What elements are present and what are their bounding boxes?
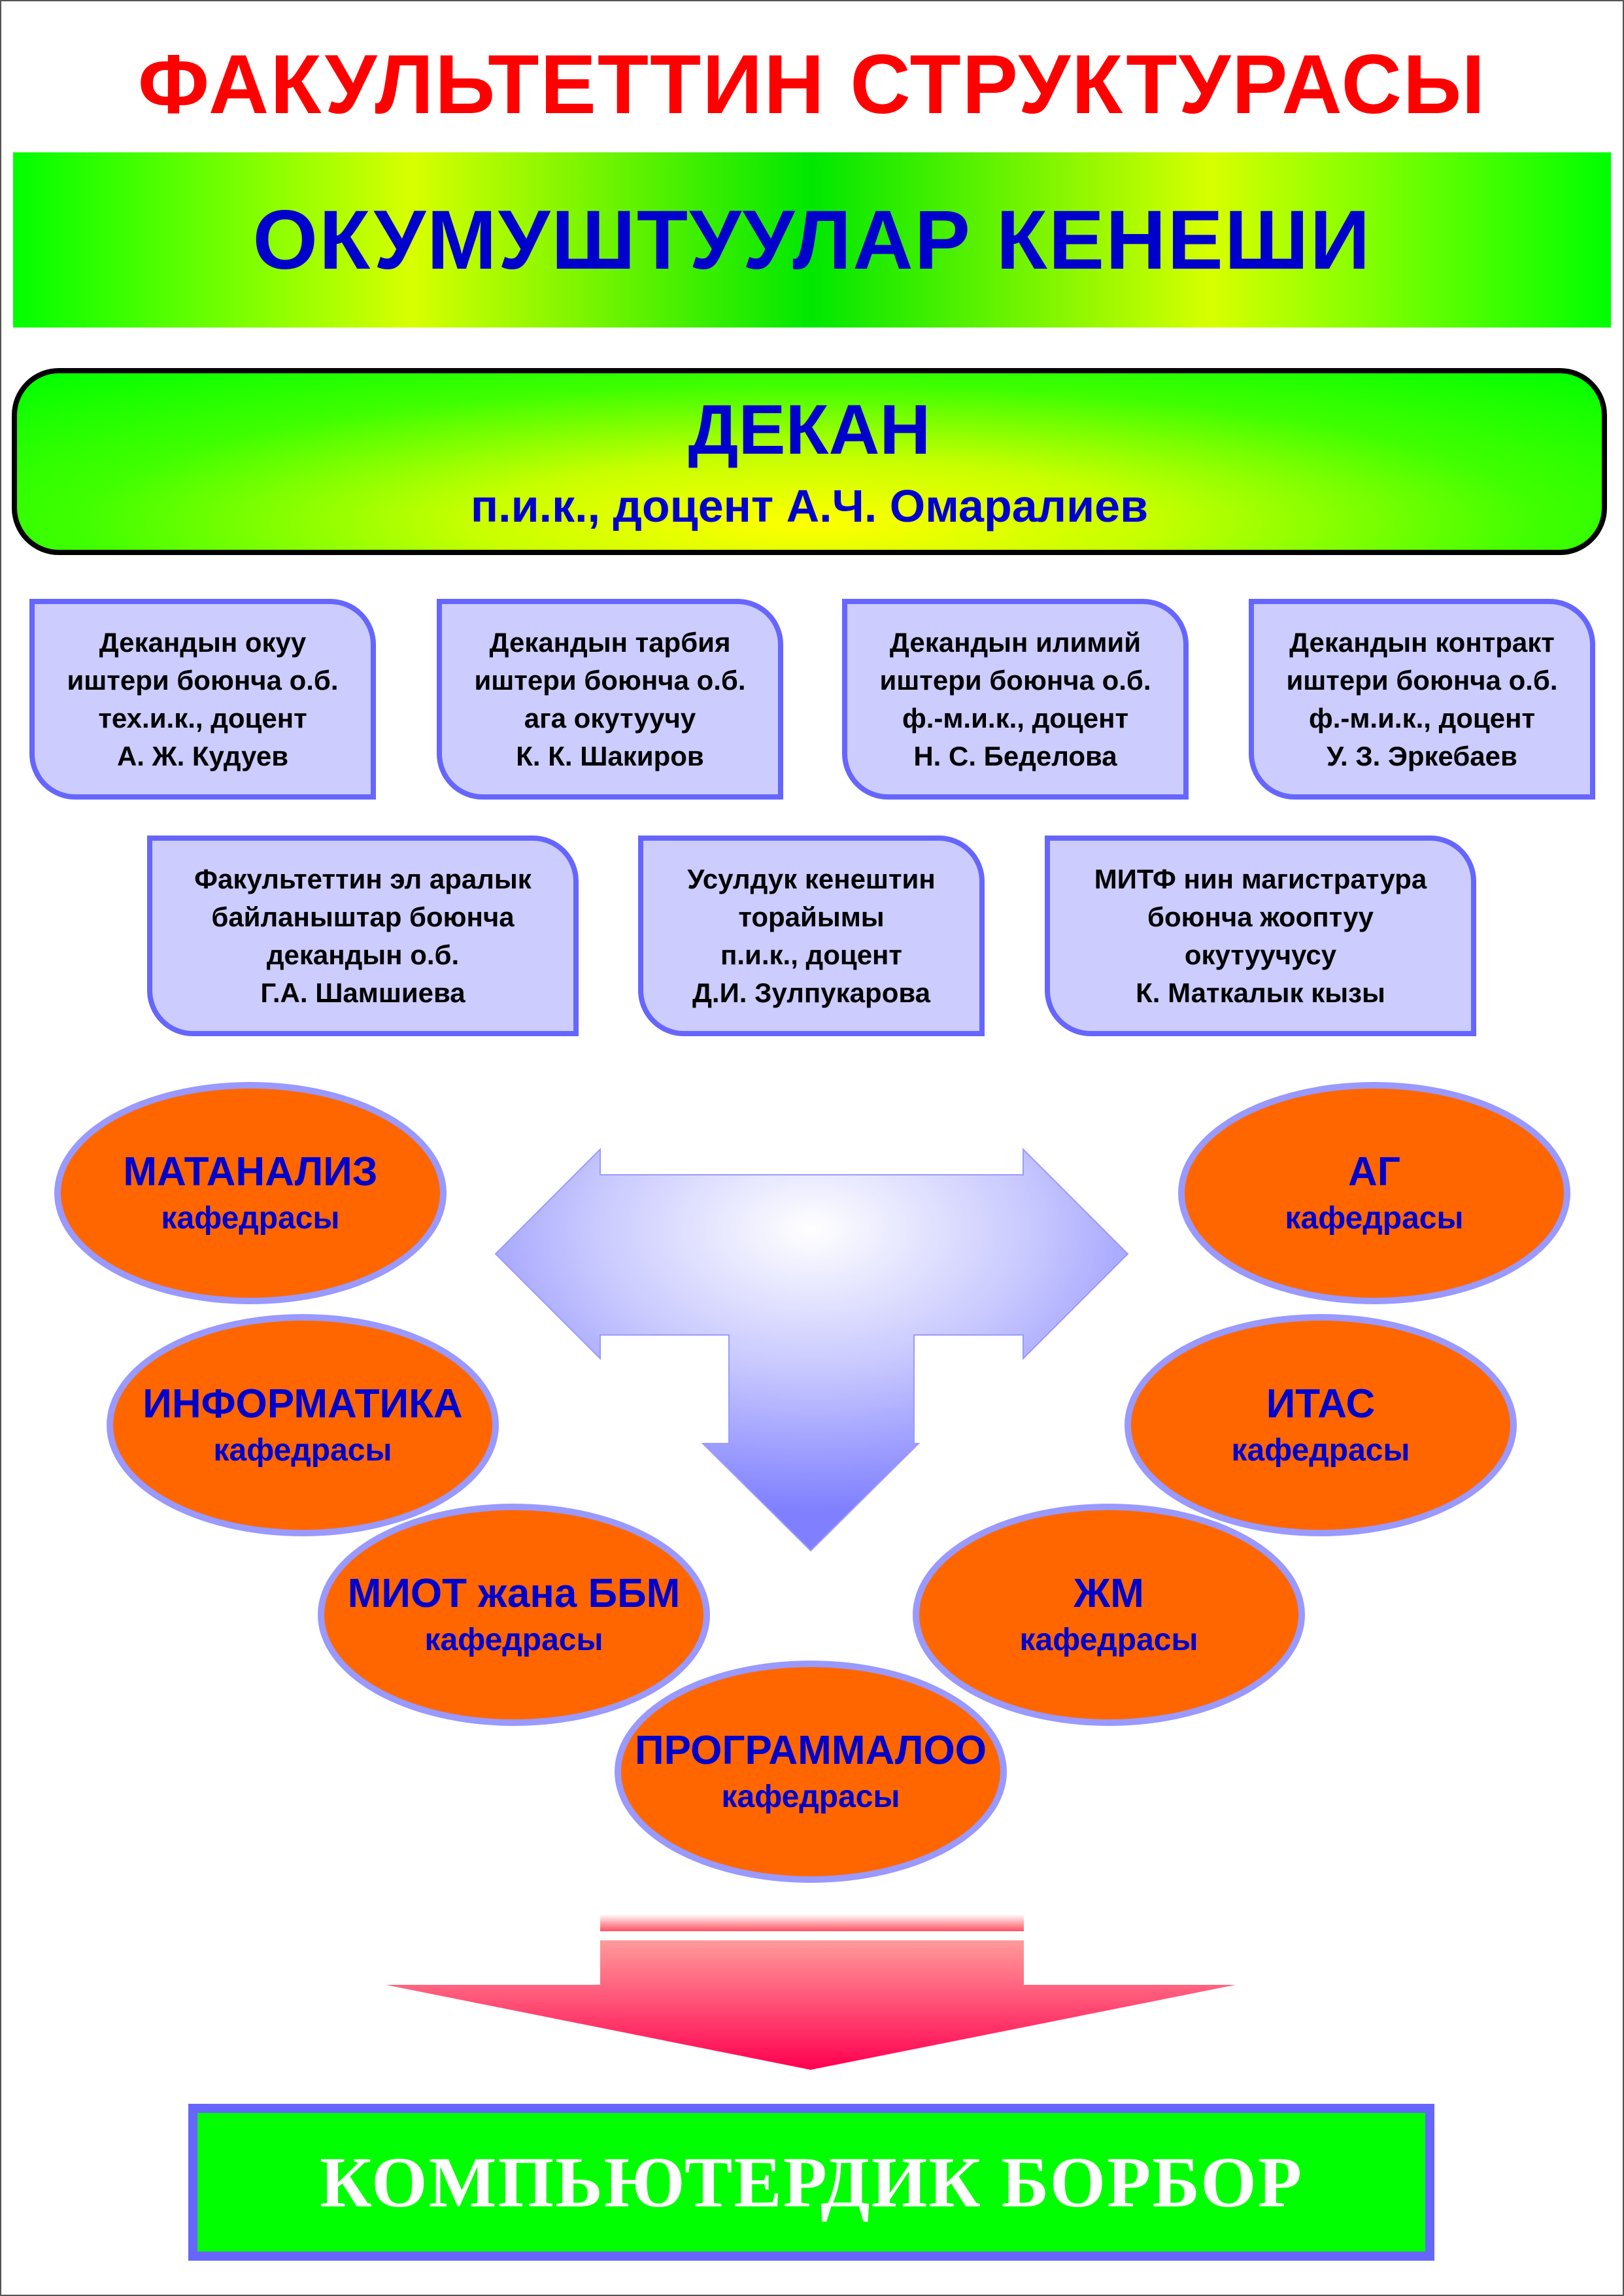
poster-title: ФАКУЛЬТЕТТИН СТРУКТУРАСЫ xyxy=(137,38,1487,131)
department-name: ИНФОРМАТИКА xyxy=(143,1381,463,1427)
department-suffix: кафедрасы xyxy=(1019,1623,1198,1657)
department-programmaloo: ПРОГРАММАЛОО кафедрасы xyxy=(615,1661,1007,1883)
deputy-line: Факультеттин эл аралык xyxy=(194,863,532,894)
deputy-line: Усулдук кенештин xyxy=(687,863,936,894)
department-itas: ИТАС кафедрасы xyxy=(1125,1314,1517,1536)
department-suffix: кафедрасы xyxy=(161,1201,340,1236)
department-zhm: ЖМ кафедрасы xyxy=(913,1504,1305,1726)
dean-name: п.и.к., доцент А.Ч. Омаралиев xyxy=(470,481,1149,532)
deputy-box-academic: Декандын окуу иштери боюнча о.б. тех.и.к… xyxy=(29,599,376,800)
deputy-line: Декандын контракт xyxy=(1289,626,1555,658)
deputy-line: Г.А. Шамшиева xyxy=(260,977,465,1008)
t-arrow-icon xyxy=(494,1147,1129,1552)
down-arrow-icon xyxy=(386,1940,1236,2070)
department-name: ПРОГРАММАЛОО xyxy=(635,1728,987,1773)
academic-council-label: ОКУМУШТУУЛАР КЕНЕШИ xyxy=(252,193,1372,287)
deputy-box-methodical: Усулдук кенештин торайымы п.и.к., доцент… xyxy=(638,836,985,1036)
deputy-line: ф.-м.и.к., доцент xyxy=(902,702,1129,734)
department-suffix: кафедрасы xyxy=(1231,1433,1410,1468)
deputy-line: Декандын окуу xyxy=(99,626,307,658)
deputy-box-contract: Декандын контракт иштери боюнча о.б. ф.-… xyxy=(1249,599,1595,800)
deputy-line: иштери боюнча о.б. xyxy=(474,664,746,696)
deputy-box-upbringing: Декандын тарбия иштери боюнча о.б. ага о… xyxy=(437,599,783,800)
deputy-line: У. З. Эркебаев xyxy=(1327,740,1517,771)
department-name: ИТАС xyxy=(1266,1381,1376,1427)
department-name: МИОТ жана ББМ xyxy=(347,1571,681,1616)
deputy-line: А. Ж. Кудуев xyxy=(116,740,289,771)
deputy-line: байланыштар боюнча xyxy=(211,901,515,932)
department-informatika: ИНФОРМАТИКА кафедрасы xyxy=(107,1314,499,1536)
deputy-line: Декандын тарбия xyxy=(489,626,731,658)
deputy-line: Д.И. Зулпукарова xyxy=(692,977,930,1008)
deputy-line: Декандын илимий xyxy=(889,626,1142,658)
deputy-line: тех.и.к., доцент xyxy=(98,702,307,734)
deputy-line: иштери боюнча о.б. xyxy=(67,664,339,696)
department-miot-bbm: МИОТ жана ББМ кафедрасы xyxy=(318,1504,710,1726)
deputy-line: Н. С. Беделова xyxy=(913,740,1117,771)
deputy-line: МИТФ нин магистратура xyxy=(1094,863,1427,894)
department-ag: АГ кафедрасы xyxy=(1178,1082,1570,1304)
deputy-line: иштери боюнча о.б. xyxy=(1286,664,1558,696)
deputy-line: декандын о.б. xyxy=(266,939,460,970)
deputy-line: иштери боюнча о.б. xyxy=(879,664,1151,696)
department-name: МАТАНАЛИЗ xyxy=(123,1149,378,1194)
department-suffix: кафедрасы xyxy=(424,1623,603,1657)
deputy-box-science: Декандын илимий иштери боюнча о.б. ф.-м.… xyxy=(842,599,1189,800)
deputy-line: К. К. Шакиров xyxy=(516,740,704,771)
computer-center-box: КОМПЬЮТЕРДИК БОРБОР xyxy=(188,2104,1434,2261)
deputy-line: п.и.к., доцент xyxy=(720,939,902,970)
deputy-line: окутуучусу xyxy=(1184,939,1337,970)
deputy-box-international: Факультеттин эл аралык байланыштар боюнч… xyxy=(147,836,579,1036)
department-suffix: кафедрасы xyxy=(721,1780,900,1814)
department-name: АГ xyxy=(1348,1149,1400,1194)
deputy-line: ф.-м.и.к., доцент xyxy=(1308,702,1536,734)
deputy-box-magistracy: МИТФ нин магистратура боюнча жооптуу оку… xyxy=(1045,836,1476,1036)
department-matanaliz: МАТАНАЛИЗ кафедрасы xyxy=(54,1082,447,1304)
deputy-line: торайымы xyxy=(738,901,885,932)
computer-center-label: КОМПЬЮТЕРДИК БОРБОР xyxy=(320,2142,1303,2222)
deputy-line: ага окутуучу xyxy=(524,702,696,734)
deputy-line: боюнча жооптуу xyxy=(1147,901,1374,932)
department-name: ЖМ xyxy=(1074,1571,1144,1616)
deputy-line: К. Маткалык кызы xyxy=(1136,977,1385,1008)
dean-title: ДЕКАН xyxy=(688,390,931,469)
dean-box: ДЕКАН п.и.к., доцент А.Ч. Омаралиев xyxy=(12,368,1607,555)
academic-council-banner: ОКУМУШТУУЛАР КЕНЕШИ xyxy=(13,152,1611,328)
down-arrow-stripe-icon xyxy=(600,1914,1024,1931)
department-suffix: кафедрасы xyxy=(1285,1201,1464,1236)
department-suffix: кафедрасы xyxy=(213,1433,392,1468)
